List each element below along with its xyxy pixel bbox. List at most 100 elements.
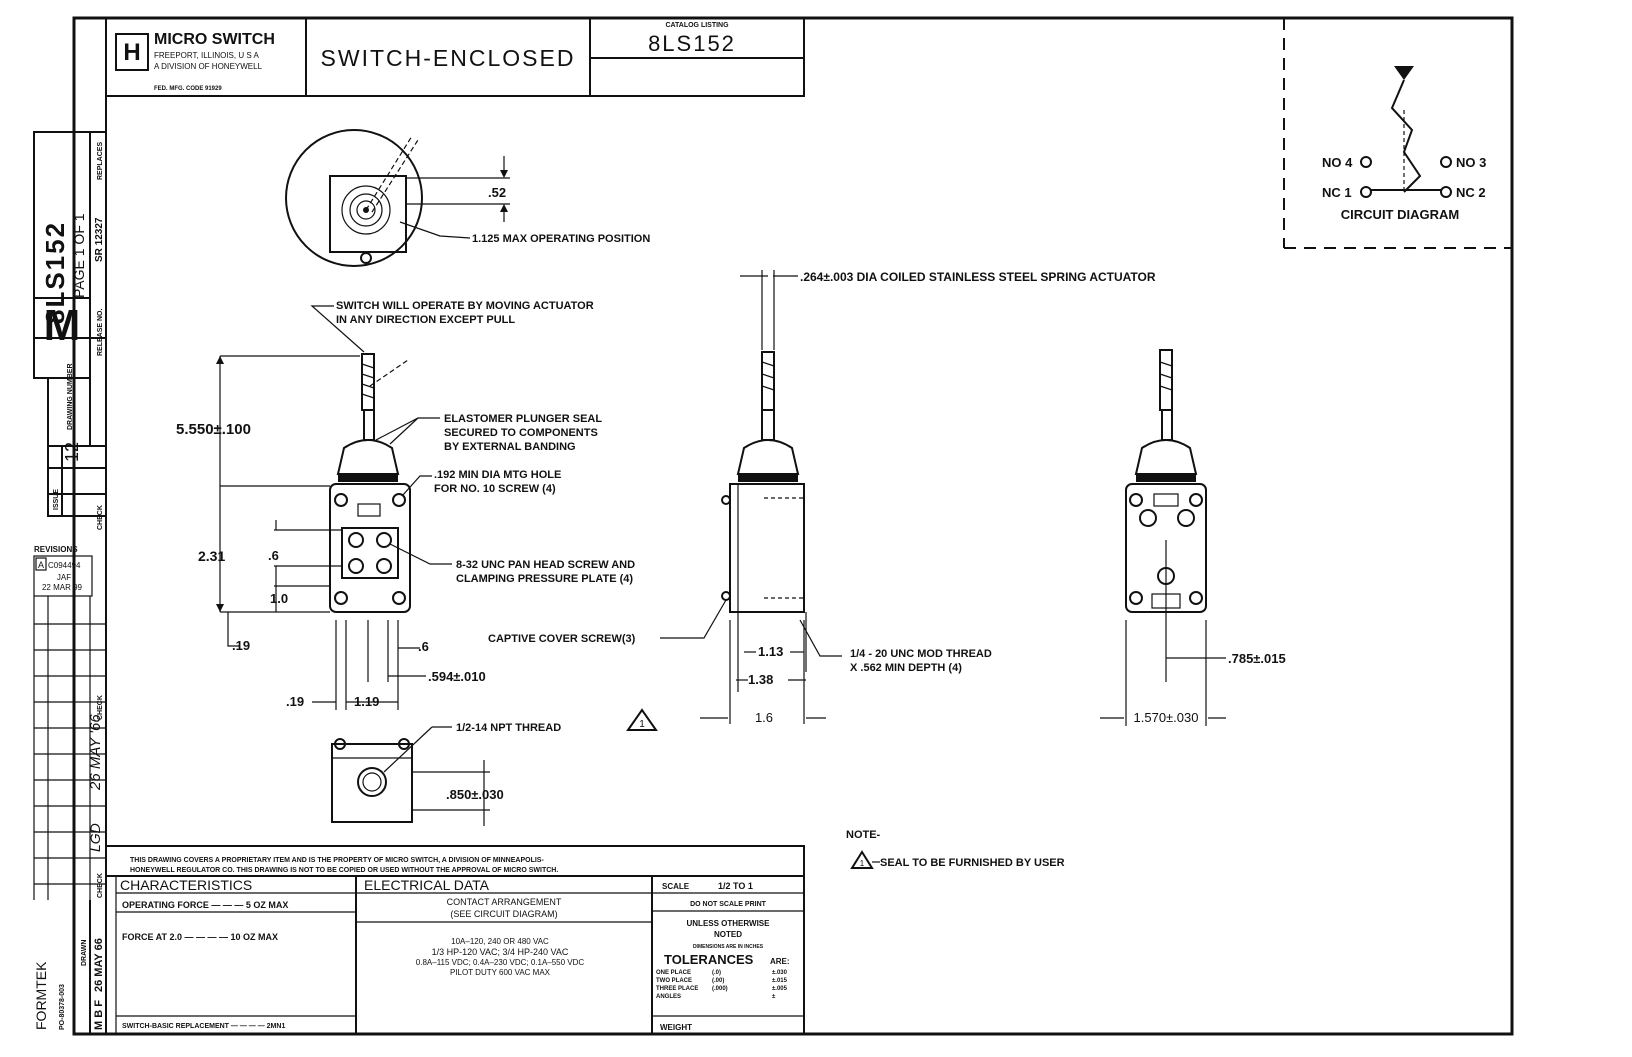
- operating-position: 1.125 MAX OPERATING POSITION: [472, 233, 650, 245]
- replaces-label: REPLACES: [97, 142, 104, 180]
- drawing-letter: M: [44, 301, 81, 350]
- dim-6b: .6: [418, 639, 429, 654]
- label-no4: NO 4: [1322, 155, 1353, 170]
- side-part-number: 8LS152: [40, 221, 70, 324]
- front-view: SWITCH WILL OPERATE BY MOVING ACTUATOR I…: [176, 300, 635, 710]
- contact-arrangement: CONTACT ARRANGEMENT: [447, 897, 562, 907]
- tol-digits: (.000): [712, 986, 728, 992]
- operate-note-2: IN ANY DIRECTION EXCEPT PULL: [336, 314, 515, 326]
- dim-10: 1.0: [270, 591, 288, 606]
- proprietary-1: THIS DRAWING COVERS A PROPRIETARY ITEM A…: [130, 857, 544, 864]
- hole-note-2: FOR NO. 10 SCREW (4): [434, 483, 556, 495]
- catalog-listing: 8LS152: [648, 31, 736, 56]
- company-division: A DIVISION OF HONEYWELL: [154, 62, 263, 71]
- elec-line-3: 0.8A–115 VDC; 0.4A–230 VDC; 0.1A–550 VDC: [416, 958, 585, 967]
- npt-thread: 1/2-14 NPT THREAD: [456, 722, 561, 734]
- screw-note-2: CLAMPING PRESSURE PLATE (4): [456, 573, 633, 585]
- label-nc1: NC 1: [1322, 185, 1352, 200]
- company-name: MICRO SWITCH: [154, 31, 275, 48]
- npt-note-marker: 1: [639, 719, 645, 730]
- do-not-scale: DO NOT SCALE PRINT: [690, 901, 767, 908]
- dim-height: 5.550±.100: [176, 421, 251, 438]
- check-label-2: CHECK: [97, 695, 104, 720]
- scale-label: SCALE: [662, 882, 690, 891]
- unless-noted-2: NOTED: [714, 930, 742, 939]
- tolerances-are: ARE:: [770, 957, 790, 966]
- release-label: RELEASE NO.: [97, 308, 104, 356]
- replaces-value: SR 12327: [94, 217, 105, 262]
- label-nc2: NC 2: [1456, 185, 1486, 200]
- side-page: PAGE 1 OF 1: [71, 213, 87, 298]
- dim-113: 1.13: [758, 644, 783, 659]
- title-block: H MICRO SWITCH FREEPORT, ILLINOIS, U S A…: [105, 17, 805, 97]
- tol-label: ONE PLACE: [656, 970, 691, 976]
- thread-note-2: X .562 MIN DEPTH (4): [850, 662, 962, 674]
- logo-letter: H: [123, 39, 140, 66]
- revision-number: C094494: [48, 561, 81, 570]
- unless-noted-1: UNLESS OTHERWISE: [687, 919, 771, 928]
- note-text: SEAL TO BE FURNISHED BY USER: [880, 857, 1065, 869]
- catalog-listing-label: CATALOG LISTING: [665, 22, 729, 29]
- label-no3: NO 3: [1456, 155, 1486, 170]
- circuit-caption: CIRCUIT DIAGRAM: [1341, 207, 1459, 222]
- dim-6a: .6: [268, 548, 279, 563]
- tol-value: ±: [772, 994, 776, 1000]
- dim-119: 1.19: [354, 694, 379, 709]
- elec-line-2: 1/3 HP-120 VAC; 3/4 HP-240 VAC: [432, 947, 569, 957]
- seal-note-3: BY EXTERNAL BANDING: [444, 441, 576, 453]
- see-circuit: (SEE CIRCUIT DIAGRAM): [450, 909, 557, 919]
- drawn-date: 26 MAY 66: [93, 938, 105, 992]
- check-label-3: CHECK: [97, 873, 104, 898]
- tolerances: TOLERANCES: [664, 952, 754, 967]
- operate-note-1: SWITCH WILL OPERATE BY MOVING ACTUATOR: [336, 300, 594, 312]
- handwritten-initials: LGD: [87, 823, 103, 852]
- tol-label: ANGLES: [656, 994, 681, 1000]
- check-label-1: CHECK: [97, 505, 104, 530]
- dim-1570: 1.570±.030: [1134, 710, 1199, 725]
- actuator-note: .264±.003 DIA COILED STAINLESS STEEL SPR…: [800, 270, 1156, 284]
- hole-note-1: .192 MIN DIA MTG HOLE: [434, 469, 561, 481]
- weight-label: WEIGHT: [660, 1023, 692, 1032]
- revision-letter: A: [38, 560, 44, 570]
- terminal-nc1-icon: [1360, 186, 1372, 198]
- formtek: FORMTEK: [33, 961, 49, 1030]
- note-marker-triangle-icon: [850, 850, 874, 869]
- drawing-border: [72, 16, 1514, 1036]
- tolerance-table: ONE PLACE (.0) ±.030 TWO PLACE (.00) ±.0…: [656, 970, 788, 1000]
- tol-value: ±.005: [772, 986, 788, 992]
- screw-note-1: 8-32 UNC PAN HEAD SCREW AND: [456, 559, 635, 571]
- issue-value: 12: [62, 442, 82, 462]
- seal-note-1: ELASTOMER PLUNGER SEAL: [444, 413, 602, 425]
- tol-value: ±.030: [772, 970, 788, 976]
- top-view: .52 1.125 MAX OPERATING POSITION: [285, 129, 650, 267]
- electrical-heading: ELECTRICAL DATA: [364, 877, 490, 893]
- note-block: NOTE- 1 SEAL TO BE FURNISHED BY USER: [846, 829, 1065, 869]
- rear-view: .785±.015 1.570±.030: [1100, 349, 1286, 726]
- drawing-number-label: DRAWING NUMBER: [67, 364, 74, 431]
- force-at: FORCE AT 2.0 — — — — 10 OZ MAX: [122, 932, 278, 942]
- dim-785: .785±.015: [1228, 651, 1286, 666]
- revision-date: 22 MAR 99: [42, 583, 83, 592]
- dim-594: .594±.010: [428, 669, 486, 684]
- dim-16: 1.6: [755, 710, 773, 725]
- dim-231: 2.31: [198, 548, 225, 564]
- terminal-no4-icon: [1360, 156, 1372, 168]
- revisions-label: REVISIONS: [34, 545, 78, 554]
- honeywell-logo: [115, 33, 149, 71]
- note-marker: 1: [860, 859, 865, 868]
- fed-code: FED. MFG. CODE 91929: [154, 86, 222, 92]
- thread-note-1: 1/4 - 20 UNC MOD THREAD: [850, 648, 992, 660]
- drawn-initials: M B F: [93, 1000, 105, 1030]
- dim-138: 1.38: [748, 672, 773, 687]
- actuator-triangle-icon: [1394, 66, 1414, 80]
- circuit-diagram: NO 4 NO 3 NC 1 NC 2 CIRCUIT DIAGRAM: [1283, 18, 1512, 249]
- note-triangle-icon: [626, 708, 658, 731]
- handwritten-date: 26 MAY '66: [87, 714, 104, 791]
- terminal-nc2-icon: [1440, 186, 1452, 198]
- elec-line-4: PILOT DUTY 600 VAC MAX: [450, 968, 551, 977]
- dim-52: .52: [488, 185, 506, 200]
- company-address: FREEPORT, ILLINOIS, U S A: [154, 51, 259, 60]
- tol-digits: (.0): [712, 970, 721, 976]
- contact-arm: [1390, 79, 1422, 193]
